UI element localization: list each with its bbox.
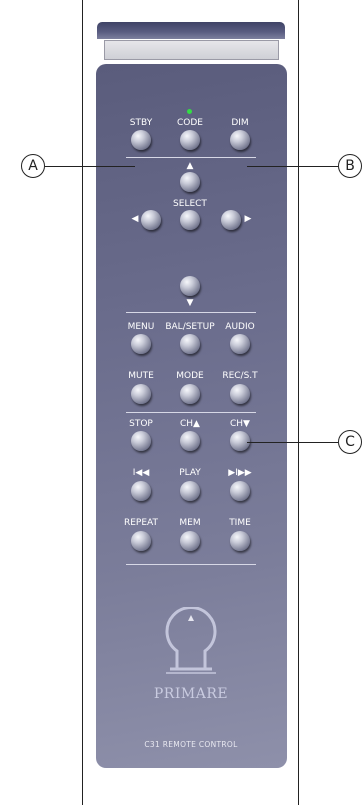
- rec-st-label: REC/S.T: [222, 371, 258, 381]
- repeat-label: REPEAT: [123, 518, 158, 528]
- ir-window: [104, 40, 279, 60]
- code-button[interactable]: [180, 130, 200, 150]
- down-arrow-icon: ▼: [186, 298, 194, 308]
- separator-1: [126, 157, 256, 158]
- bal-setup-button[interactable]: [180, 334, 200, 354]
- nav-right-button[interactable]: [221, 210, 241, 230]
- mem-label: MEM: [179, 518, 201, 528]
- select-label: SELECT: [173, 199, 207, 209]
- dim-label: DIM: [231, 118, 249, 128]
- play-button[interactable]: [180, 481, 200, 501]
- code-led-indicator: [187, 109, 192, 114]
- mute-label: MUTE: [128, 371, 154, 381]
- stop-button[interactable]: [131, 431, 151, 451]
- code-label: CODE: [177, 118, 203, 128]
- prev-button[interactable]: [131, 481, 151, 501]
- ch-down-button[interactable]: [230, 431, 250, 451]
- left-frame-line: [82, 0, 83, 805]
- dim-button[interactable]: [230, 130, 250, 150]
- callout-a-line: [45, 166, 135, 167]
- remote-top-bar: [97, 22, 285, 39]
- select-button[interactable]: [180, 210, 200, 230]
- play-label: PLAY: [179, 468, 201, 478]
- mute-button[interactable]: [131, 384, 151, 404]
- nav-up-button[interactable]: [180, 172, 200, 192]
- next-button[interactable]: [230, 481, 250, 501]
- callout-c: C: [338, 430, 362, 454]
- audio-label: AUDIO: [225, 322, 255, 332]
- menu-label: MENU: [127, 322, 155, 332]
- callout-b: B: [338, 154, 362, 178]
- mem-button[interactable]: [180, 531, 200, 551]
- primare-logo-icon: [165, 607, 217, 674]
- audio-button[interactable]: [230, 334, 250, 354]
- prev-label: I◀◀: [132, 468, 150, 478]
- ch-down-label: CH▼: [230, 419, 250, 429]
- repeat-button[interactable]: [131, 531, 151, 551]
- stby-button[interactable]: [131, 130, 151, 150]
- stby-label: STBY: [129, 118, 153, 128]
- nav-down-button[interactable]: [180, 276, 200, 296]
- nav-left-button[interactable]: [141, 210, 161, 230]
- callout-c-line: [247, 442, 338, 443]
- next-label: ▶I▶▶: [228, 468, 252, 478]
- up-arrow-icon: ▲: [186, 161, 194, 171]
- rec-st-button[interactable]: [230, 384, 250, 404]
- brand-name: PRIMARE: [153, 686, 229, 702]
- right-arrow-icon: ▶: [244, 214, 252, 224]
- separator-3: [126, 412, 256, 413]
- time-label: TIME: [229, 518, 251, 528]
- ch-up-label: CH▲: [180, 419, 200, 429]
- time-button[interactable]: [230, 531, 250, 551]
- ch-up-button[interactable]: [180, 431, 200, 451]
- stop-label: STOP: [129, 419, 153, 429]
- left-arrow-icon: ◀: [131, 214, 139, 224]
- mode-label: MODE: [176, 371, 204, 381]
- separator-4: [126, 564, 256, 565]
- menu-button[interactable]: [131, 334, 151, 354]
- model-name: C31 REMOTE CONTROL: [144, 740, 238, 749]
- callout-a: A: [21, 154, 45, 178]
- callout-b-line: [247, 166, 338, 167]
- mode-button[interactable]: [180, 384, 200, 404]
- bal-setup-label: BAL/SETUP: [165, 322, 215, 332]
- right-frame-line: [298, 0, 299, 805]
- separator-2: [126, 312, 256, 313]
